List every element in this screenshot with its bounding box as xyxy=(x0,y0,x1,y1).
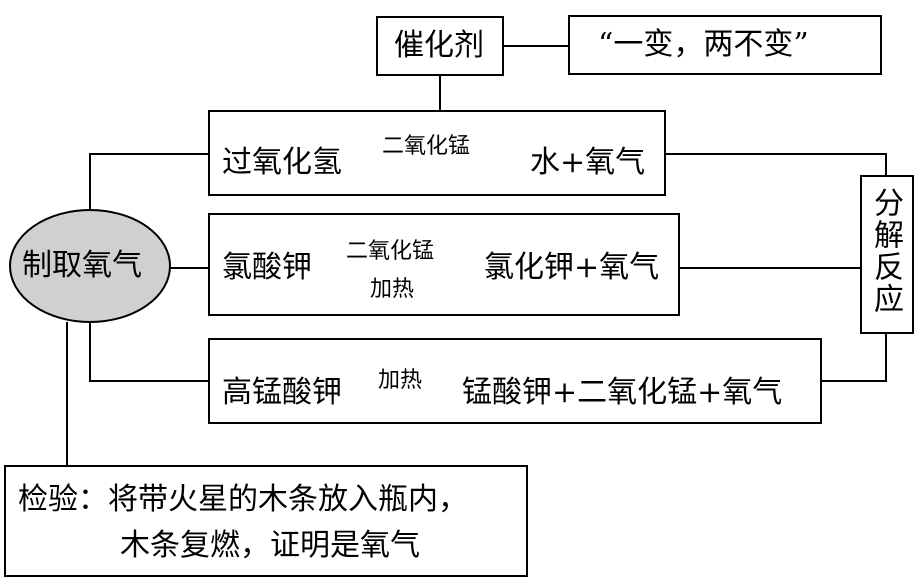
reaction-2-condition-top: 二氧化锰 xyxy=(346,239,435,264)
test-box: 检验：将带火星的木条放入瓶内， 木条复燃，证明是氧气 xyxy=(4,465,528,577)
connector-reaction3-type xyxy=(822,334,887,382)
reaction-3-products: 锰酸钾+二氧化锰+氧气 xyxy=(462,375,783,410)
reaction-box-1: 过氧化氢 二氧化锰 水+氧气 xyxy=(208,110,666,196)
test-line-2: 木条复燃，证明是氧气 xyxy=(120,528,420,563)
reaction-box-3: 高锰酸钾 加热 锰酸钾+二氧化锰+氧气 xyxy=(208,338,822,424)
central-label: 制取氧气 xyxy=(22,248,142,283)
reaction-3-condition: 加热 xyxy=(378,368,423,393)
reaction-3-reactant: 高锰酸钾 xyxy=(222,375,342,410)
test-line-1: 检验：将带火星的木条放入瓶内， xyxy=(18,482,468,517)
reaction-2-products: 氯化钾+氧气 xyxy=(484,250,660,285)
connector-reaction1-type xyxy=(666,153,887,175)
reaction-box-2: 氯酸钾 二氧化锰 加热 氯化钾+氧气 xyxy=(208,213,680,316)
reaction-1-reactant: 过氧化氢 xyxy=(222,145,342,180)
catalyst-box: 催化剂 xyxy=(376,16,504,76)
reaction-type-label: 分解反应 xyxy=(868,187,903,315)
reaction-1-condition: 二氧化锰 xyxy=(382,134,471,159)
catalyst-label: 催化剂 xyxy=(394,28,484,63)
reaction-type-box: 分解反应 xyxy=(860,175,914,334)
reaction-2-reactant: 氯酸钾 xyxy=(222,250,312,285)
connector-ellipse-reaction1 xyxy=(89,153,208,212)
central-ellipse xyxy=(9,209,171,323)
reaction-1-products: 水+氧气 xyxy=(530,145,646,180)
reaction-2-condition-bottom: 加热 xyxy=(370,277,415,302)
connector-ellipse-reaction3 xyxy=(89,322,208,382)
catalyst-note: “一变，两不变” xyxy=(598,27,809,62)
catalyst-note-box: “一变，两不变” xyxy=(568,15,882,75)
